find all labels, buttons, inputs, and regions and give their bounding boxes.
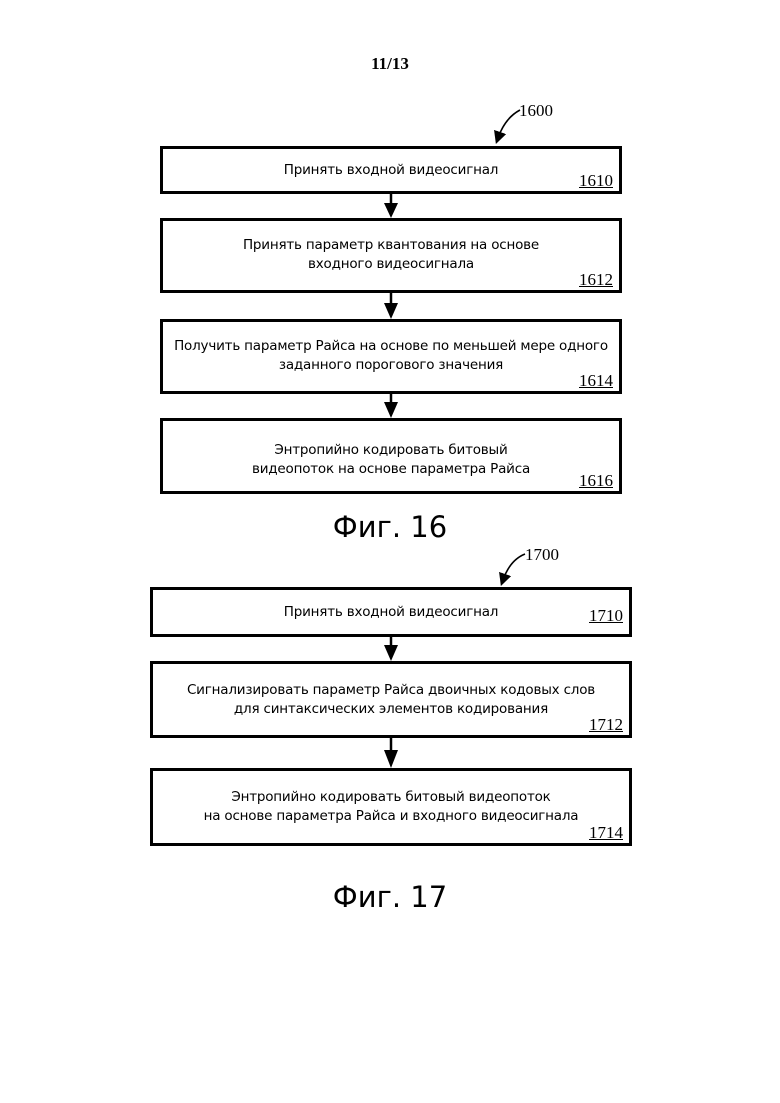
step-text-line-2: видеопоток на основе параметра Райса	[251, 461, 531, 477]
figure-caption: Фиг. 16	[332, 510, 448, 544]
step-text-line-2: входного видеосигнала	[308, 256, 474, 272]
flow-step-1710: Принять входной видеосигнал 1710	[150, 587, 632, 637]
figure-caption: Фиг. 17	[332, 880, 448, 914]
figure-reference-label: 1600	[519, 101, 553, 120]
flow-arrow-1710-1712	[384, 637, 398, 661]
step-ref: 1712	[589, 715, 623, 734]
step-text-line-1: Энтропийно кодировать битовый видеопоток	[231, 789, 551, 805]
step-text-line-1: Получить параметр Райса на основе по мен…	[174, 338, 608, 354]
flow-arrow-1614-1616	[384, 394, 398, 418]
step-ref: 1710	[589, 606, 623, 625]
flow-step-1610: Принять входной видеосигнал 1610	[160, 146, 622, 194]
step-ref: 1612	[579, 270, 613, 289]
step-ref: 1610	[579, 171, 613, 190]
flow-arrow-1610-1612	[384, 194, 398, 218]
step-text-line-1: Энтропийно кодировать битовый	[274, 442, 508, 458]
step-ref: 1614	[579, 371, 613, 390]
flow-step-1714: Энтропийно кодировать битовый видеопоток…	[150, 768, 632, 846]
step-text-line-1: Сигнализировать параметр Райса двоичных …	[186, 682, 596, 698]
step-text: Принять входной видеосигнал	[283, 162, 499, 178]
flow-step-1712: Сигнализировать параметр Райса двоичных …	[150, 661, 632, 738]
flow-arrow-1712-1714	[384, 738, 398, 768]
step-text-line-2: заданного порогового значения	[278, 357, 504, 373]
step-ref: 1714	[589, 823, 623, 842]
figure-reference-label: 1700	[525, 545, 559, 564]
step-ref: 1616	[579, 471, 613, 490]
reference-leader-arrow-1600	[494, 109, 521, 145]
step-text: Принять входной видеосигнал	[283, 604, 499, 620]
flow-step-1614: Получить параметр Райса на основе по мен…	[160, 319, 622, 394]
page-number: 11/13	[371, 54, 409, 73]
step-text-line-1: Принять параметр квантования на основе	[242, 237, 540, 253]
flow-step-1612: Принять параметр квантования на основе в…	[160, 218, 622, 293]
flow-arrow-1612-1614	[384, 293, 398, 319]
reference-leader-arrow-1700	[499, 553, 526, 587]
step-text-line-2: для синтаксических элементов кодирования	[233, 701, 549, 717]
flow-step-1616: Энтропийно кодировать битовый видеопоток…	[160, 418, 622, 494]
step-text-line-2: на основе параметра Райса и входного вид…	[203, 808, 579, 824]
